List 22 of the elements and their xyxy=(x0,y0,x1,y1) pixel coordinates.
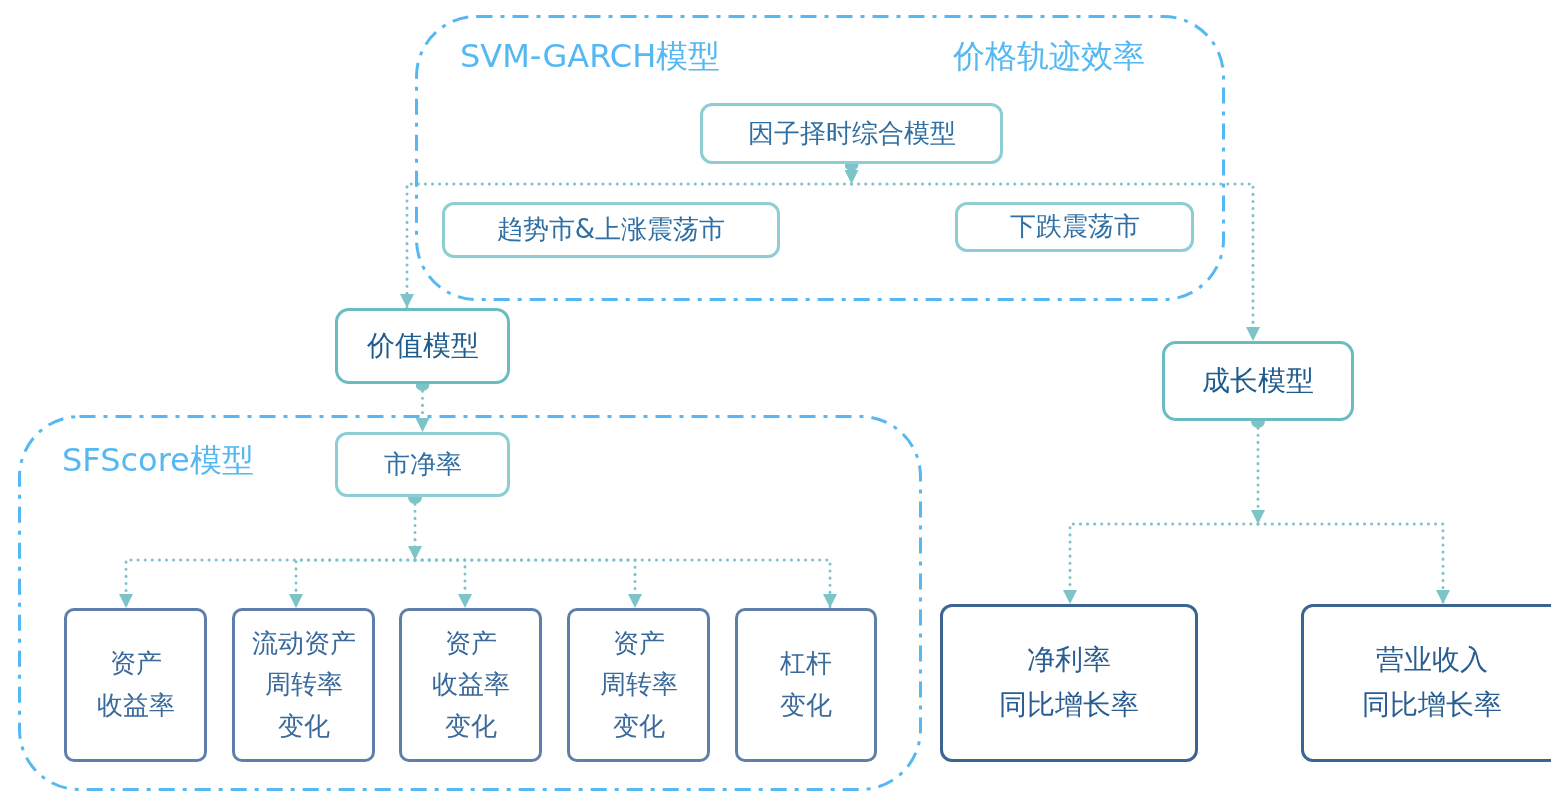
group-title: 价格轨迹效率 xyxy=(953,37,1145,76)
dotted-arrow xyxy=(850,182,1260,343)
dash-dot-group-frame xyxy=(18,415,922,791)
indicator-box: 净利率同比增长率 xyxy=(940,604,1198,762)
indicator-box: 杠杆变化 xyxy=(735,608,877,762)
indicator-box: 资产周转率变化 xyxy=(567,608,710,762)
dash-dot-group-frame xyxy=(415,15,1225,301)
indicator-box: 资产收益率变化 xyxy=(399,608,542,762)
rounded-box: 因子择时综合模型 xyxy=(700,103,1003,164)
rounded-box: 下跌震荡市 xyxy=(955,202,1194,252)
rounded-box: 市净率 xyxy=(335,432,510,497)
dotted-arrow xyxy=(413,558,837,610)
group-title: SFScore模型 xyxy=(62,441,254,480)
indicator-box: 资产收益率 xyxy=(64,608,207,762)
indicator-box: 流动资产周转率变化 xyxy=(232,608,375,762)
model-box: 价值模型 xyxy=(335,308,510,384)
indicator-box: 营业收入同比增长率 xyxy=(1301,604,1551,762)
group-title: SVM-GARCH模型 xyxy=(460,37,721,76)
dotted-arrow xyxy=(1256,522,1450,606)
dotted-arrow xyxy=(400,182,853,310)
rounded-box: 趋势市&上涨震荡市 xyxy=(442,202,780,258)
model-box: 成长模型 xyxy=(1162,341,1354,421)
